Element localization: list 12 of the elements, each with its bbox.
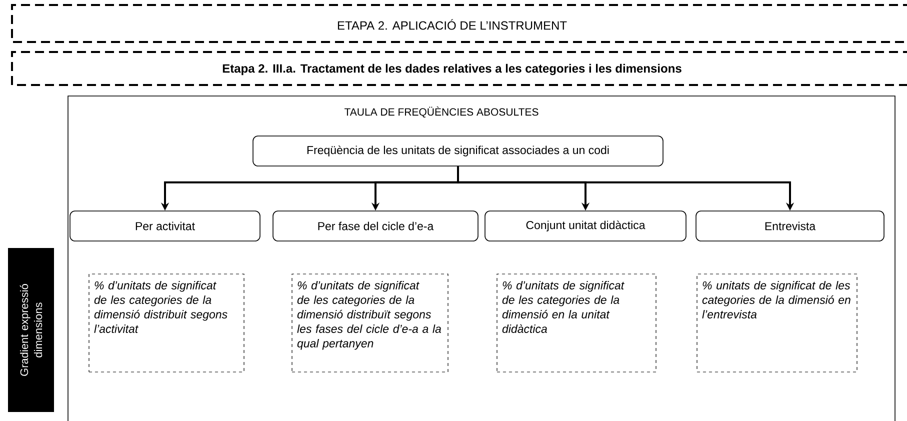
description-box: % d’unitats de significat de les categories de la dimensió distribuït segons les fases del cicle d’e-a a la qual pertanyen	[292, 274, 448, 372]
category-box: Per activitat	[70, 210, 260, 242]
stage-banner: Etapa 2. III.a. Tractament de les dades relatives a les categories i les dimensions	[11, 51, 907, 86]
category-box: Per fase del cicle d’e-a	[272, 210, 478, 242]
category-box: Freqüència de les unitats de significat associades a un codi	[252, 136, 664, 166]
description-box: % d’unitats de significat de les categories de la dimensió distribuit segons l’activitat	[88, 274, 244, 372]
category-box: Entrevista	[696, 210, 884, 242]
description-box: % d’unitats de significat de les categories de la dimensió en la unitat didàctica	[496, 274, 656, 372]
description-box: % unitats de significat de les categories de la dimensió en l’entrevista	[696, 274, 858, 372]
side-label: Gradient expressió dimensions	[8, 248, 54, 412]
stage-banner: ETAPA 2. APLICACIÓ DE L’INSTRUMENT	[11, 4, 907, 43]
category-box: Conjunt unitat didàctica	[484, 210, 686, 242]
